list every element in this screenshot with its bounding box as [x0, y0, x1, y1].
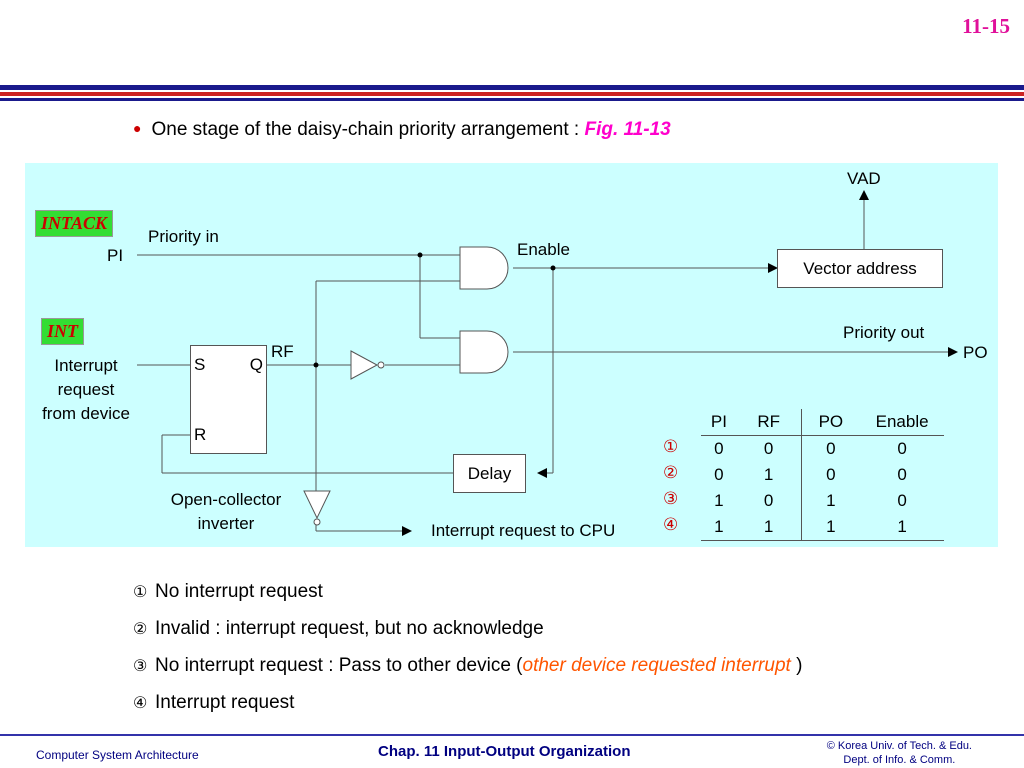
open-collector-inverter — [303, 490, 331, 520]
vad-label: VAD — [847, 169, 881, 188]
note-text: No interrupt request — [155, 581, 323, 602]
r-label: R — [194, 425, 207, 444]
truth-header-enable: Enable — [875, 412, 929, 431]
vector-address-box: Vector address — [777, 249, 943, 288]
truth-cell: 0 — [714, 439, 724, 458]
s-label: S — [194, 355, 206, 374]
truth-cell: 1 — [897, 517, 907, 536]
footer-copyright-line-2: Dept. of Info. & Comm. — [843, 754, 956, 766]
header-rule-red — [0, 92, 1024, 96]
interrupt-request-from-device-label: Interrupt request from device — [27, 354, 145, 426]
note-text: No interrupt request : Pass to other dev… — [155, 655, 523, 676]
pi-label: PI — [107, 246, 124, 265]
enable-label: Enable — [517, 240, 570, 259]
note-tail: ) — [790, 655, 803, 676]
delay-label: Delay — [467, 464, 512, 483]
table-row: 1 1 1 1 — [701, 514, 944, 541]
interrupt-request-to-cpu-label: Interrupt request to CPU — [431, 521, 616, 540]
truth-row-marker: ③ — [663, 489, 679, 508]
truth-cell: 1 — [826, 491, 836, 510]
truth-row-marker: ① — [663, 437, 679, 456]
truth-cell: 0 — [826, 465, 836, 484]
note-item: ② Invalid : interrupt request, but no ack… — [133, 618, 544, 640]
interrupt-request-line-1: Interrupt — [54, 356, 118, 375]
truth-cell: 1 — [714, 517, 724, 536]
open-collector-inverter-label: Open-collector inverter — [151, 488, 301, 536]
truth-header-pi: PI — [710, 412, 727, 431]
footer-copyright-line-1: © Korea Univ. of Tech. & Edu. — [826, 740, 972, 752]
po-label: PO — [963, 343, 988, 362]
note-marker: ② — [133, 621, 148, 638]
bullet-line: ● One stage of the daisy-chain priority a… — [133, 119, 671, 141]
truth-table-markers: ① ② ③ ④ — [663, 434, 678, 538]
vector-address-label: Vector address — [803, 259, 917, 278]
table-row: 0 1 0 0 — [701, 462, 944, 488]
and-gate-priority-out — [459, 330, 509, 374]
header-rule-blue-top — [0, 85, 1024, 90]
truth-cell: 0 — [826, 439, 836, 458]
interrupt-request-line-3: from device — [42, 404, 130, 423]
footer-course-title: Computer System Architecture — [36, 748, 199, 762]
priority-out-label: Priority out — [843, 323, 925, 342]
note-marker: ④ — [133, 695, 148, 712]
truth-cell: 1 — [736, 462, 802, 488]
rf-label: RF — [271, 342, 294, 361]
note-marker: ③ — [133, 658, 148, 675]
figure-reference: Fig. 11-13 — [584, 119, 671, 140]
truth-cell: 0 — [714, 465, 724, 484]
truth-table: PI RF PO Enable 0 0 0 0 0 1 0 0 1 0 1 0 … — [701, 409, 944, 541]
truth-cell: 0 — [897, 465, 907, 484]
interrupt-request-line-2: request — [57, 380, 115, 399]
truth-row-marker: ② — [663, 463, 679, 482]
diagram-panel: INTACK INT Priority in PI Enable Vector … — [25, 163, 998, 547]
table-row: 0 0 0 0 — [701, 435, 944, 462]
q-label: Q — [249, 355, 263, 374]
truth-cell: 1 — [826, 517, 836, 536]
note-marker: ① — [133, 584, 148, 601]
truth-header-rf: RF — [736, 409, 802, 436]
truth-table-header-row: PI RF PO Enable — [701, 409, 944, 436]
truth-cell: 0 — [736, 435, 802, 462]
open-collector-line-2: inverter — [197, 514, 255, 533]
truth-cell: 1 — [736, 514, 802, 541]
note-item: ① No interrupt request — [133, 581, 323, 603]
table-row: 1 0 1 0 — [701, 488, 944, 514]
note-emphasis: other device requested interrupt — [522, 655, 791, 676]
priority-in-label: Priority in — [148, 227, 219, 246]
header-rule-blue-bottom — [0, 98, 1024, 101]
page-number: 11-15 — [962, 14, 1010, 38]
truth-header-po: PO — [818, 412, 844, 431]
intack-tag: INTACK — [35, 210, 114, 237]
truth-cell: 0 — [897, 491, 907, 510]
truth-cell: 1 — [714, 491, 724, 510]
note-text: Invalid : interrupt request, but no ackn… — [155, 618, 544, 639]
and-gate-enable — [459, 246, 509, 290]
sr-flip-flop: S Q R — [190, 345, 267, 454]
daisy-chain-circuit-diagram — [137, 190, 958, 536]
bullet-dot-icon: ● — [133, 120, 142, 136]
truth-row-marker: ④ — [663, 515, 679, 534]
bullet-text: One stage of the daisy-chain priority ar… — [151, 119, 585, 140]
int-tag: INT — [41, 318, 84, 345]
truth-cell: 0 — [897, 439, 907, 458]
note-text: Interrupt request — [155, 692, 295, 713]
note-item: ③ No interrupt request : Pass to other de… — [133, 655, 802, 677]
footer-chapter-title: Chap. 11 Input-Output Organization — [378, 743, 631, 760]
footer-rule — [0, 734, 1024, 736]
open-collector-line-1: Open-collector — [170, 490, 282, 509]
truth-cell: 0 — [736, 488, 802, 514]
note-item: ④ Interrupt request — [133, 692, 294, 714]
inverter-gate — [350, 350, 379, 380]
delay-box: Delay — [453, 454, 526, 493]
footer-copyright: © Korea Univ. of Tech. & Edu. Dept. of I… — [827, 739, 972, 767]
